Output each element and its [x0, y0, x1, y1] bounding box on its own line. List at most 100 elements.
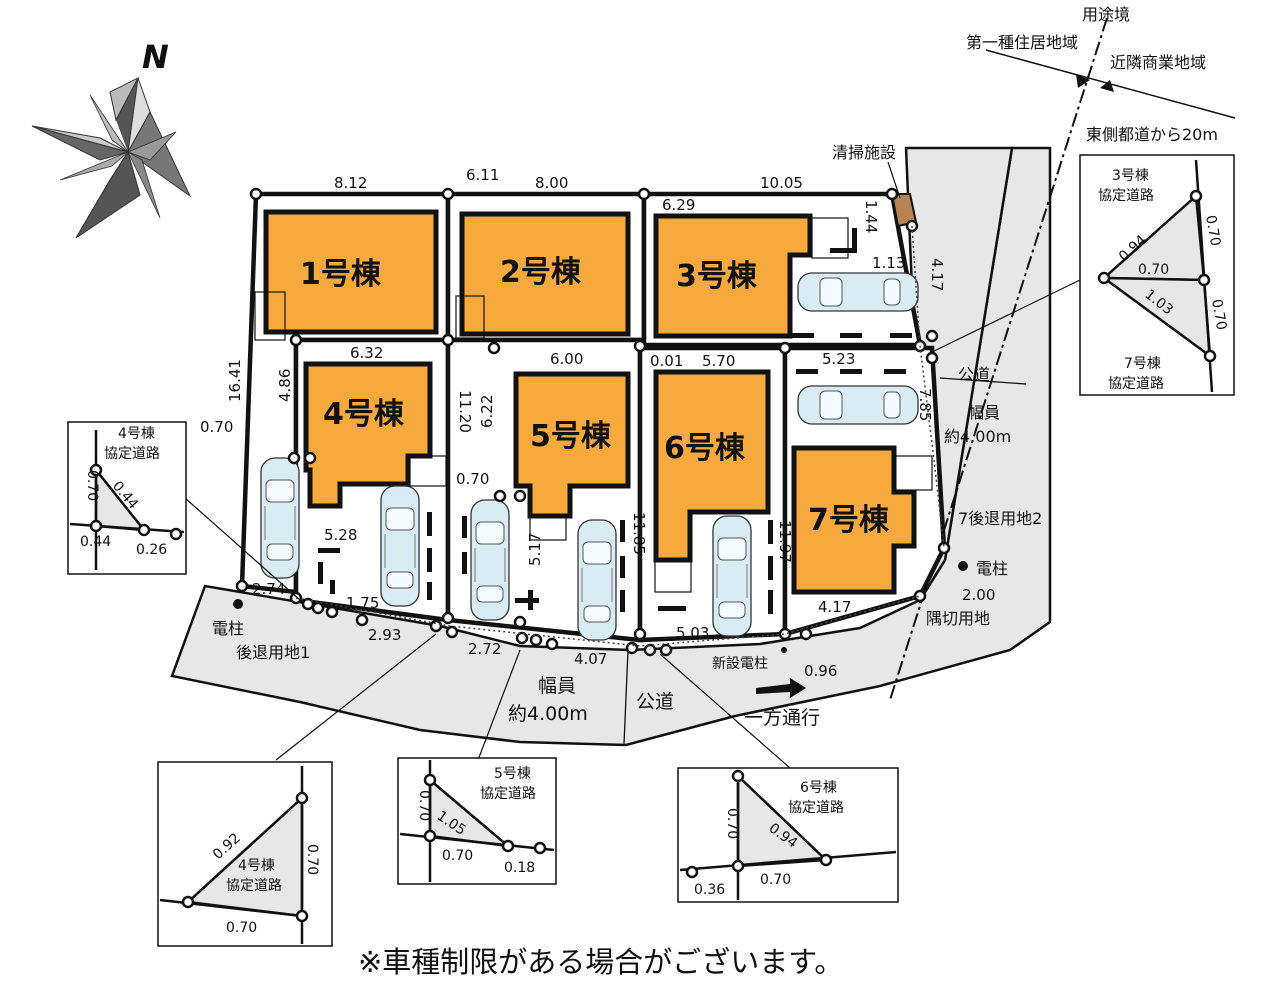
svg-text:協定道路: 協定道路 [480, 786, 536, 802]
svg-text:0.70: 0.70 [724, 808, 740, 839]
svg-text:5.17: 5.17 [526, 533, 544, 566]
house-5-footprint [513, 371, 631, 519]
east-road-width-label: 幅員 [968, 403, 1000, 422]
svg-text:16.41: 16.41 [226, 359, 244, 402]
pole-label: 電柱 [212, 619, 244, 638]
setback-2-label: 7後退用地2 [958, 509, 1042, 528]
house-6-label: 6号棟 [664, 431, 746, 466]
svg-text:4.17: 4.17 [928, 258, 946, 291]
svg-text:5.28: 5.28 [324, 526, 357, 544]
car-lot-5-a-icon [470, 499, 510, 621]
cleaning-facility-label: 清掃施設 [832, 143, 896, 162]
svg-text:協定道路: 協定道路 [104, 446, 160, 462]
svg-text:5.70: 5.70 [702, 352, 735, 370]
inset-house-5: 5号棟 協定道路 0.70 1.05 0.70 0.18 [397, 757, 557, 885]
svg-text:7.85: 7.85 [916, 388, 934, 421]
svg-text:2.93: 2.93 [368, 626, 401, 644]
car-lot-4-a-icon [260, 457, 300, 579]
inset-house-3-7: 3号棟 協定道路 0.94 0.70 0.70 1.03 0.70 7号棟 協定… [1079, 154, 1235, 396]
house-1-label: 1号棟 [300, 257, 382, 292]
utility-pole-east-icon [958, 561, 968, 571]
zone-left-label: 第一種住居地域 [966, 33, 1078, 52]
svg-text:5.03: 5.03 [676, 624, 709, 642]
svg-text:0.96: 0.96 [804, 662, 837, 680]
zone-boundary-label: 用途境 [1082, 5, 1130, 24]
svg-text:0.70: 0.70 [456, 470, 489, 488]
inset-house-4-small: 4号棟 協定道路 0.70 0.44 0.44 0.26 [67, 421, 187, 575]
svg-text:4.86: 4.86 [276, 369, 294, 402]
house-3-label: 3号棟 [676, 259, 758, 294]
svg-text:0.70: 0.70 [84, 470, 100, 501]
svg-text:2.00: 2.00 [962, 586, 995, 604]
svg-text:1.75: 1.75 [346, 594, 379, 612]
svg-text:6.11: 6.11 [466, 166, 499, 184]
house-1-footprint [263, 209, 439, 335]
svg-text:7号棟: 7号棟 [1124, 356, 1161, 372]
car-lot-7-icon [797, 385, 919, 425]
svg-text:0.44: 0.44 [80, 534, 111, 550]
svg-text:0.70: 0.70 [226, 920, 257, 936]
svg-text:0.70: 0.70 [760, 872, 791, 888]
south-road-label: 公道 [636, 691, 674, 713]
svg-text:1.44: 1.44 [862, 200, 880, 233]
new-utility-pole-icon [781, 647, 787, 653]
svg-text:8.00: 8.00 [535, 174, 568, 192]
house-4-footprint [303, 361, 433, 509]
svg-text:6.22: 6.22 [478, 395, 496, 428]
car-lot-6-icon [712, 515, 752, 637]
svg-text:8.12: 8.12 [334, 174, 367, 192]
car-lot-3-icon [797, 272, 919, 312]
svg-text:0.26: 0.26 [136, 542, 167, 558]
zone-right-label: 近隣商業地域 [1110, 53, 1206, 72]
svg-text:4.07: 4.07 [574, 650, 607, 668]
svg-text:11.20: 11.20 [456, 390, 474, 433]
svg-text:6.32: 6.32 [350, 344, 383, 362]
new-pole-label: 新設電柱 [712, 656, 768, 672]
corner-cut-label: 隅切用地 [926, 609, 990, 628]
parking-markers [318, 228, 912, 614]
svg-text:0.70: 0.70 [442, 848, 473, 864]
svg-text:0.70: 0.70 [304, 844, 320, 875]
svg-text:2.72: 2.72 [468, 640, 501, 658]
svg-text:1.13: 1.13 [872, 254, 905, 272]
south-public-road [170, 146, 1052, 747]
south-road-width-label: 幅員 [538, 675, 576, 697]
svg-text:4号棟: 4号棟 [118, 426, 155, 442]
inset-house-6: 6号棟 協定道路 0.70 0.94 0.36 0.70 [677, 767, 899, 903]
svg-text:11.97: 11.97 [776, 520, 794, 563]
east-road-width-value: 約4.00m [944, 427, 1011, 446]
svg-text:5.23: 5.23 [822, 350, 855, 368]
one-way-label: 一方通行 [744, 707, 820, 729]
svg-text:0.70: 0.70 [416, 790, 432, 821]
svg-text:2.74: 2.74 [252, 580, 285, 598]
svg-text:4号棟: 4号棟 [238, 858, 275, 874]
house-5-label: 5号棟 [530, 419, 612, 454]
svg-text:0.36: 0.36 [694, 882, 725, 898]
distance-note: 東側都道から20m [1086, 125, 1218, 144]
svg-text:協定道路: 協定道路 [226, 878, 282, 894]
svg-text:0.01: 0.01 [650, 352, 683, 370]
svg-text:0.70: 0.70 [1138, 262, 1169, 278]
south-road-width-value: 約4.00m [508, 703, 588, 725]
svg-text:11.85: 11.85 [630, 512, 648, 555]
svg-text:0.70: 0.70 [1208, 298, 1229, 331]
svg-text:5号棟: 5号棟 [494, 766, 531, 782]
svg-text:3号棟: 3号棟 [1112, 168, 1149, 184]
svg-text:0.18: 0.18 [504, 860, 535, 876]
one-way-arrow-icon [756, 678, 806, 698]
house-2-footprint [459, 211, 631, 337]
svg-text:協定道路: 協定道路 [788, 800, 844, 816]
house-3-footprint [653, 213, 813, 339]
svg-text:6.00: 6.00 [550, 350, 583, 368]
north-label: N [142, 38, 169, 76]
svg-text:協定道路: 協定道路 [1098, 188, 1154, 204]
house-4-label: 4号棟 [323, 397, 405, 432]
house-2-label: 2号棟 [500, 255, 582, 290]
dimension-labels: 8.12 6.11 8.00 6.29 10.05 6.32 6.00 0.01… [200, 166, 995, 680]
svg-text:10.05: 10.05 [760, 174, 803, 192]
svg-text:0.70: 0.70 [200, 418, 233, 436]
svg-text:6号棟: 6号棟 [800, 780, 837, 796]
compass-rose-icon: N [31, 38, 192, 239]
